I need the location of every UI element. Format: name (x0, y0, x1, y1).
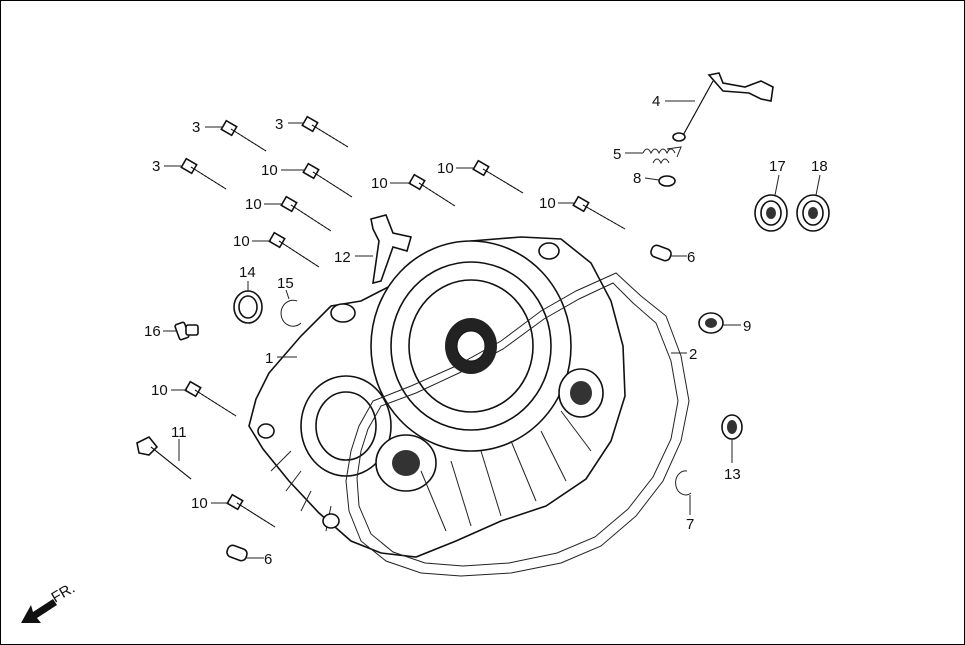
callout-3b: 3 (275, 116, 283, 133)
callout-10a: 10 (261, 162, 278, 179)
callout-9: 9 (743, 318, 751, 335)
callout-10f: 10 (539, 195, 556, 212)
callout-1: 1 (265, 350, 273, 367)
callout-11: 11 (171, 424, 187, 441)
bolt-10e (472, 159, 524, 194)
bolt-10g (184, 380, 237, 417)
bracket (370, 214, 413, 285)
oil-seal-14 (233, 290, 263, 324)
callout-15: 15 (277, 275, 294, 292)
bearing-18 (796, 194, 830, 232)
callout-16: 16 (144, 323, 161, 340)
callout-3a: 3 (192, 119, 200, 136)
washer (658, 175, 676, 187)
callout-12: 12 (334, 249, 351, 266)
callout-17: 17 (769, 158, 786, 175)
callout-18: 18 (811, 158, 828, 175)
oil-seal-13 (721, 414, 743, 440)
callout-10e: 10 (437, 160, 454, 177)
callout-14: 14 (239, 264, 256, 281)
front-arrow-icon (21, 599, 57, 623)
bolt-10a (302, 162, 353, 198)
shift-shaft (672, 72, 774, 142)
leader-lines (163, 100, 821, 559)
callout-7: 7 (686, 516, 694, 533)
dowel-pin-6a (650, 244, 672, 262)
callout-10b: 10 (245, 196, 262, 213)
spring (642, 146, 682, 165)
bolt-10c (268, 231, 320, 268)
callout-5: 5 (613, 146, 621, 163)
callout-2: 2 (689, 346, 697, 363)
oil-seal-9 (698, 312, 724, 334)
callout-13: 13 (724, 466, 741, 483)
bolt-10b (280, 195, 332, 232)
callout-10h: 10 (191, 495, 208, 512)
callout-labels: 3 3 3 10 10 10 10 10 10 10 10 1 2 4 5 6 … (144, 93, 828, 568)
gasket (345, 272, 690, 577)
bolt-3c (180, 157, 227, 190)
front-direction-indicator: FR. (21, 580, 78, 623)
callout-6a: 6 (687, 249, 695, 266)
crankcase-cover (248, 236, 626, 558)
long-bolt (136, 435, 192, 480)
bolt-10d (408, 173, 456, 207)
callout-10g: 10 (151, 382, 168, 399)
bolt-10f (572, 195, 626, 230)
callout-6b: 6 (264, 551, 272, 568)
callout-4: 4 (652, 93, 660, 110)
callout-8: 8 (633, 170, 641, 187)
circlip-7 (675, 470, 692, 496)
bolt-3a (220, 119, 267, 152)
dowel-pin-6b (226, 544, 248, 562)
callout-10c: 10 (233, 233, 250, 250)
circlip-15 (280, 299, 302, 327)
bolt-3b (301, 115, 349, 148)
plug-bolt (174, 321, 199, 341)
callout-10d: 10 (371, 175, 388, 192)
bolt-10h (226, 493, 276, 528)
callout-3c: 3 (152, 158, 160, 175)
bearing-17 (754, 194, 788, 232)
